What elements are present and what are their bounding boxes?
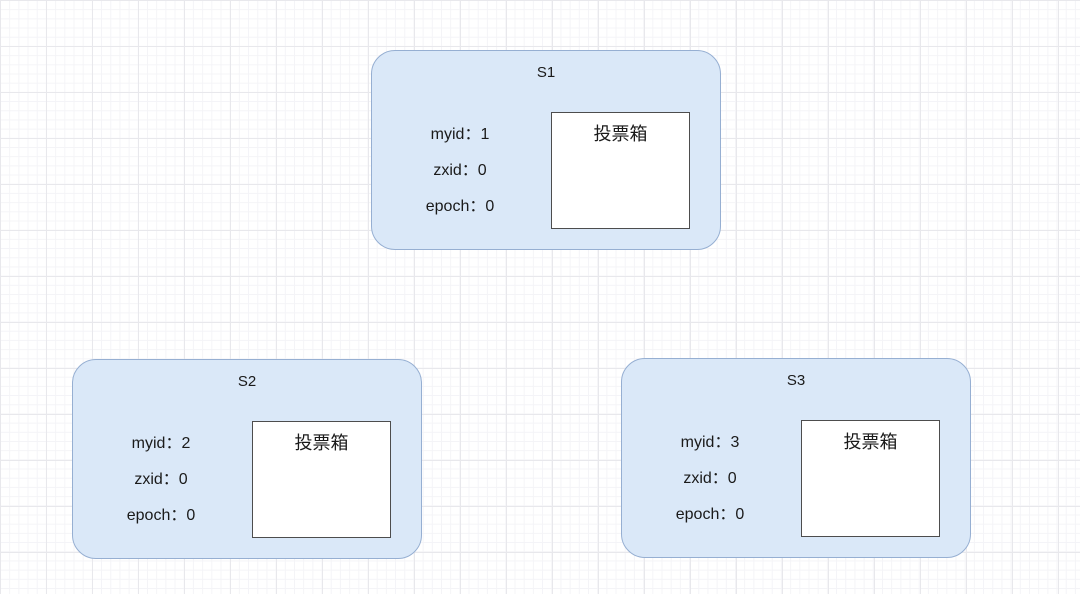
server-node-s2[interactable]: S2 myid：2 zxid：0 epoch：0 投票箱 bbox=[72, 359, 422, 559]
server-title: S1 bbox=[536, 64, 556, 81]
server-title: S2 bbox=[237, 373, 257, 390]
epoch-line: epoch：0 bbox=[425, 198, 495, 215]
server-node-s3[interactable]: S3 myid：3 zxid：0 epoch：0 投票箱 bbox=[621, 358, 971, 558]
ballot-box[interactable]: 投票箱 bbox=[801, 420, 940, 537]
server-info: myid：1 zxid：0 epoch：0 bbox=[372, 117, 548, 225]
ballot-box-label: 投票箱 bbox=[294, 433, 349, 453]
zxid-line: zxid：0 bbox=[683, 470, 737, 487]
ballot-box[interactable]: 投票箱 bbox=[252, 421, 391, 538]
myid-line: myid：3 bbox=[680, 434, 740, 451]
server-info: myid：3 zxid：0 epoch：0 bbox=[622, 425, 798, 533]
ballot-box-label: 投票箱 bbox=[593, 124, 648, 144]
zxid-line: zxid：0 bbox=[134, 471, 188, 488]
server-node-s1[interactable]: S1 myid：1 zxid：0 epoch：0 投票箱 bbox=[371, 50, 721, 250]
server-title: S3 bbox=[786, 372, 806, 389]
epoch-line: epoch：0 bbox=[675, 506, 745, 523]
myid-line: myid：2 bbox=[131, 435, 191, 452]
ballot-box[interactable]: 投票箱 bbox=[551, 112, 690, 229]
zxid-line: zxid：0 bbox=[433, 162, 487, 179]
myid-line: myid：1 bbox=[430, 126, 490, 143]
server-info: myid：2 zxid：0 epoch：0 bbox=[73, 426, 249, 534]
epoch-line: epoch：0 bbox=[126, 507, 196, 524]
ballot-box-label: 投票箱 bbox=[843, 432, 898, 452]
